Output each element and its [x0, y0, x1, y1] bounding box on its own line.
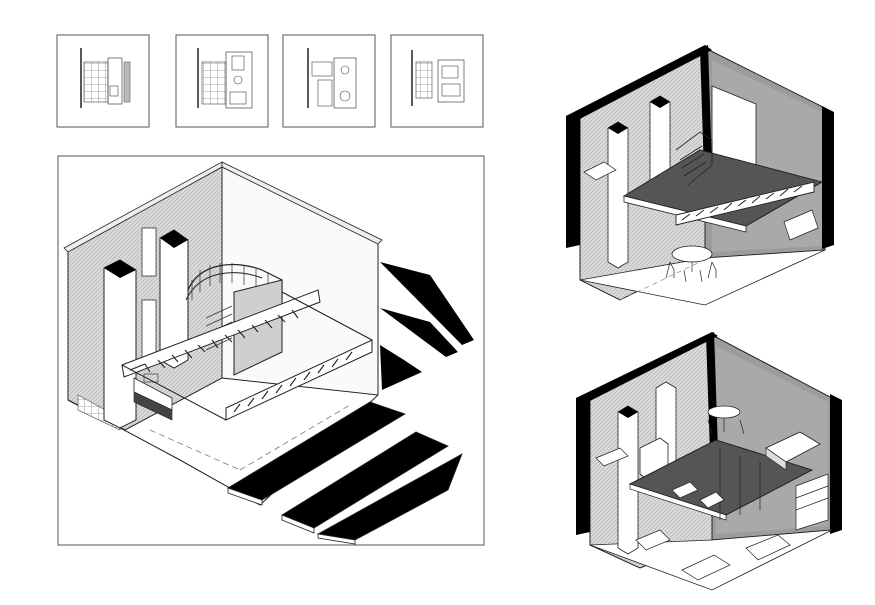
- truss-2: [225, 339, 373, 421]
- plan-thumbnail-3: [282, 34, 376, 128]
- plan-thumbnail-1: [56, 34, 150, 128]
- lower-level-view: [576, 332, 842, 591]
- main-isometric-view: [57, 155, 485, 546]
- plan-thumbnail-2: [175, 34, 269, 128]
- plan-thumbnail-4: [390, 34, 484, 128]
- upper-level-view: [566, 45, 834, 306]
- truss-1: [121, 289, 321, 378]
